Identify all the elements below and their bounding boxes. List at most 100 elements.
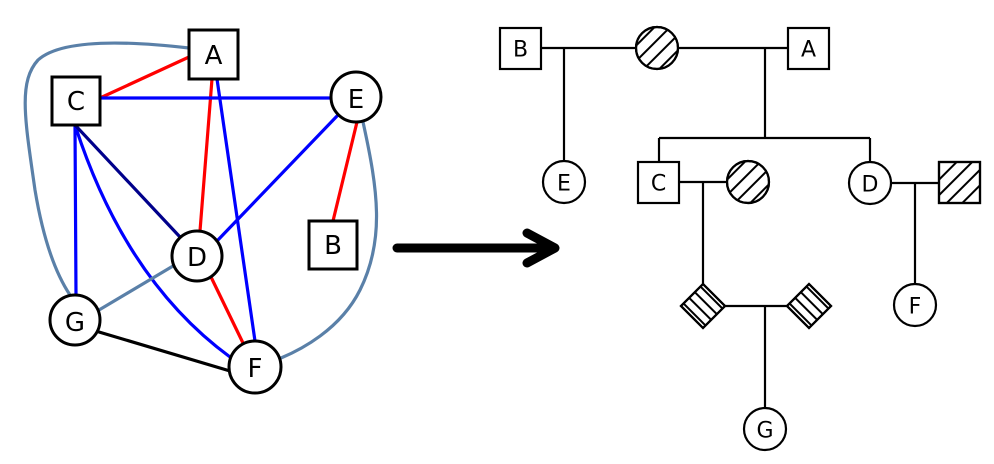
- graph-edges: [23, 41, 379, 373]
- graph-node-c-label: C: [67, 87, 85, 117]
- pedigree-f-label: F: [909, 295, 922, 320]
- graph-node-b-square: [307, 219, 359, 271]
- hatch-line: [727, 161, 769, 203]
- graph-node-e: E: [329, 70, 383, 124]
- hatched-diamond-1-outline: [679, 282, 727, 330]
- pedigree-b: B: [498, 26, 543, 71]
- graph-node-e-circle: [329, 70, 383, 124]
- pedigree-a-label: A: [801, 38, 816, 63]
- graph-node-c: C: [50, 75, 102, 127]
- edge-a-d: [198, 77, 214, 233]
- edge-c-d: [73, 123, 182, 239]
- hatch-line: [681, 284, 725, 328]
- pedigree-e-label: E: [557, 172, 571, 197]
- hatched-diamond-2-outline: [785, 282, 833, 330]
- hatch-line: [636, 27, 678, 69]
- pedigree-c: C: [636, 160, 681, 205]
- hatch-line: [681, 284, 725, 328]
- graph-node-b: B: [307, 219, 359, 271]
- pedigree-b-square: [498, 26, 543, 71]
- edge-c-g: [73, 123, 78, 297]
- edge-e-f: [279, 120, 379, 360]
- graph-node-a-label: A: [205, 41, 223, 71]
- hatched-circle-2-outline: [725, 159, 771, 205]
- edge-c-a: [98, 55, 191, 100]
- edge-a-g: [23, 41, 191, 297]
- hatch-line: [681, 284, 725, 328]
- pedigree-b-label: B: [513, 38, 528, 63]
- pedigree-c-label: C: [651, 172, 666, 197]
- pedigree-c-square: [636, 160, 681, 205]
- interaction-graph: A B C D E F G: [23, 28, 383, 395]
- hatched-diamond-2: [785, 282, 833, 330]
- pedigree-f: F: [892, 282, 938, 328]
- edge-g-f: [97, 330, 232, 373]
- graph-node-f-circle: [227, 339, 283, 395]
- edge-c-f: [73, 123, 232, 359]
- pedigree-spouse-hatched-circle-1: [634, 25, 680, 71]
- pedigree-g: G: [742, 406, 788, 452]
- hatch-line: [727, 161, 769, 203]
- hatch-line: [787, 284, 831, 328]
- edge-d-f: [209, 275, 245, 345]
- edge-e-b: [331, 120, 359, 223]
- arrow-head-icon: [522, 228, 560, 268]
- graph-node-a: A: [187, 28, 240, 81]
- hatched-circle-1-outline: [634, 25, 680, 71]
- hatched-square-outline: [937, 160, 982, 205]
- pedigree-a-square: [786, 26, 831, 71]
- hatch-pattern-3: [939, 162, 980, 203]
- pedigree-f-circle: [892, 282, 938, 328]
- pedigree-e-circle: [541, 159, 587, 205]
- graph-node-g-label: G: [65, 308, 85, 338]
- graph-node-c-square: [50, 75, 102, 127]
- hatch-line: [727, 161, 769, 203]
- graph-node-a-square: [187, 28, 240, 81]
- pedigree-d-circle: [847, 160, 893, 206]
- hatch-line: [787, 284, 831, 328]
- hatch-line: [960, 183, 980, 203]
- hatch-line: [727, 161, 769, 203]
- pedigree-d-label: D: [862, 173, 879, 198]
- hatched-square: [937, 160, 982, 205]
- graph-node-f-label: F: [248, 354, 263, 384]
- hatch-line: [787, 284, 831, 328]
- hatch-line: [939, 162, 974, 197]
- pedigree-spouse-hatched-square: [937, 160, 982, 205]
- pedigree-d: D: [847, 160, 893, 206]
- edge-e-d: [215, 113, 340, 243]
- graph-node-g: G: [48, 293, 102, 347]
- hatch-pattern-1: [636, 27, 678, 69]
- edge-g-d: [97, 264, 175, 312]
- graph-node-b-label: B: [324, 231, 342, 261]
- graph-node-e-label: E: [348, 85, 364, 115]
- edge-a-f: [215, 77, 257, 343]
- graph-node-g-circle: [48, 293, 102, 347]
- pedigree-e: E: [541, 159, 587, 205]
- hatch-line: [939, 162, 959, 182]
- graph-node-d-label: D: [187, 243, 207, 273]
- pedigree-hatched-diamond-2: [785, 282, 833, 330]
- pedigree-a: A: [786, 26, 831, 71]
- graph-node-d-circle: [170, 229, 224, 283]
- hatch-line: [636, 27, 678, 69]
- pedigree-g-circle: [742, 406, 788, 452]
- hatch-line: [787, 284, 831, 328]
- graph-node-d: D: [170, 229, 224, 283]
- graph-nodes: A B C D E F G: [48, 28, 383, 395]
- hatched-diamond-1: [679, 282, 727, 330]
- hatch-pattern-4: [681, 284, 725, 328]
- hatch-line: [636, 27, 678, 69]
- pedigree-lines: [541, 46, 939, 407]
- pedigree-g-label: G: [756, 419, 773, 444]
- hatch-line: [636, 27, 678, 69]
- hatch-pattern-5: [787, 284, 831, 328]
- hatch-line: [681, 284, 725, 328]
- pedigree-spouse-hatched-circle-2: [725, 159, 771, 205]
- graph-node-f: F: [227, 339, 283, 395]
- hatch-line: [945, 168, 980, 203]
- hatch-pattern-2: [727, 161, 769, 203]
- pedigree-hatched-diamond-1: [679, 282, 727, 330]
- pedigree-chart: B A E C D: [498, 25, 982, 452]
